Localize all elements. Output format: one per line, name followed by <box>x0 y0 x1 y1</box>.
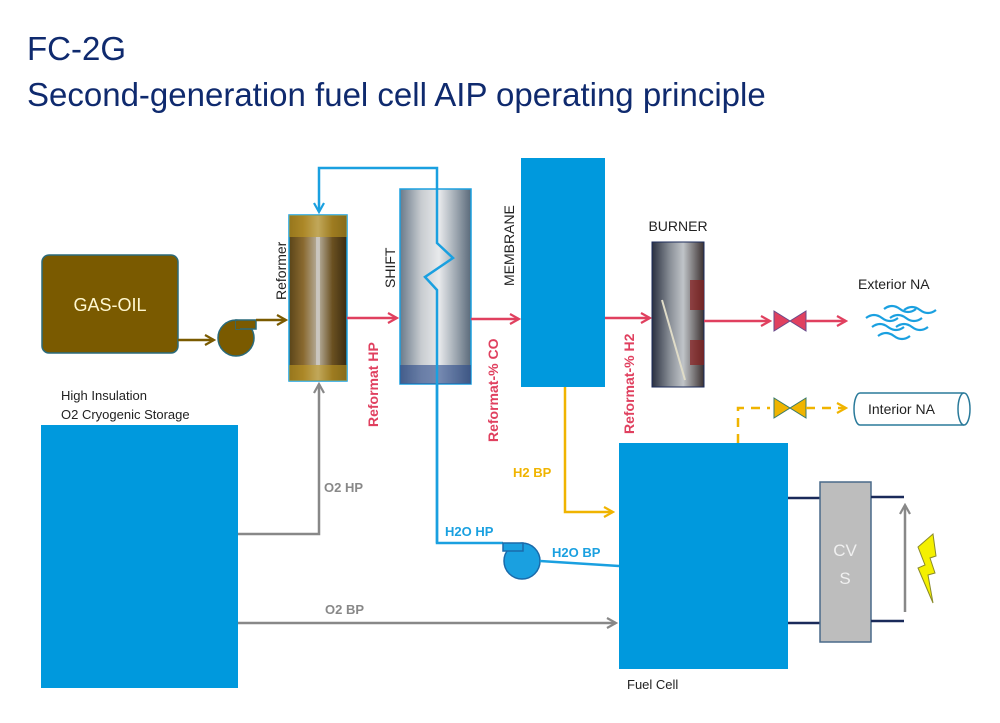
h2o-hp-line <box>435 384 503 545</box>
membrane-label: MEMBRANE <box>501 205 517 286</box>
h2-bp-label: H2 BP <box>513 465 552 480</box>
membrane-unit: MEMBRANE <box>501 158 605 387</box>
reformat-h2-label: Reformat-% H2 <box>621 333 637 434</box>
heat-exchanger-coil <box>423 189 455 384</box>
h2-bp-line <box>563 387 613 512</box>
purge-valve-icon[interactable] <box>773 397 807 419</box>
burner-label: BURNER <box>648 218 707 234</box>
interior-label: Interior NA <box>868 401 936 417</box>
title-line-2: Second-generation fuel cell AIP operatin… <box>27 76 766 113</box>
storage-label-line-1: High Insulation <box>61 388 147 403</box>
reformer-label: Reformer <box>273 241 289 300</box>
purge-line-1 <box>736 406 770 443</box>
h2o-hp-label: H2O HP <box>445 524 494 539</box>
cvs-converter: CV S <box>819 481 872 643</box>
o2-hp-label: O2 HP <box>324 480 363 495</box>
o2-hp-line <box>238 384 319 536</box>
burner-unit: BURNER <box>648 218 708 388</box>
shift-label: SHIFT <box>382 247 398 288</box>
cvs-label-line-2: S <box>839 569 850 588</box>
exhaust-valve-icon[interactable] <box>773 310 807 332</box>
lightning-bolt-icon <box>917 533 937 604</box>
fuel-cell-unit: Fuel Cell <box>619 443 788 692</box>
title-line-1: FC-2G <box>27 30 126 67</box>
shift-unit: SHIFT <box>382 188 472 385</box>
sea-water-waves-icon <box>865 304 937 341</box>
cvs-label-line-1: CV <box>833 541 857 560</box>
water-pump-icon <box>502 542 541 580</box>
reformat-hp-label: Reformat HP <box>365 342 381 427</box>
reformat-co-label: Reformat-% CO <box>485 338 501 442</box>
interior-tank: Interior NA <box>853 392 971 426</box>
gas-oil-tank: GAS-OIL <box>41 254 179 354</box>
exterior-label: Exterior NA <box>858 276 930 292</box>
o2-storage-tank: High Insulation O2 Cryogenic Storage <box>41 388 238 688</box>
fuel-pump-icon <box>217 319 257 357</box>
storage-label-line-2: O2 Cryogenic Storage <box>61 407 190 422</box>
gas-oil-label: GAS-OIL <box>73 295 146 315</box>
h2o-bp-line <box>539 559 620 568</box>
fuel-cell-label: Fuel Cell <box>627 677 678 692</box>
reformer-unit: Reformer <box>273 214 348 382</box>
h2o-bp-label: H2O BP <box>552 545 601 560</box>
o2-bp-label: O2 BP <box>325 602 364 617</box>
